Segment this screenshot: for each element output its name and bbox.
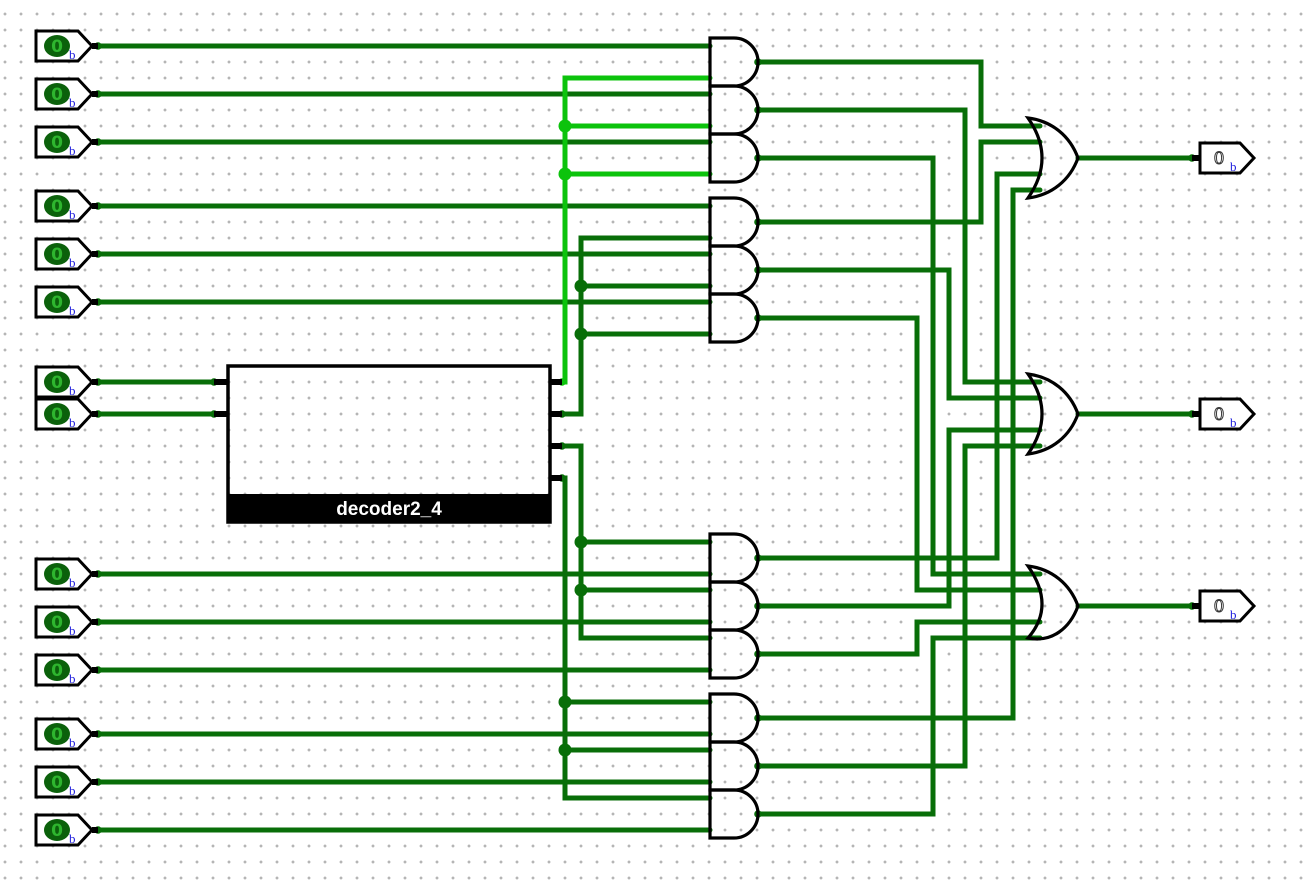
input-pin-8-radix: b (69, 415, 76, 430)
output-pin-2-body[interactable] (1198, 397, 1257, 431)
and-gate-12[interactable] (708, 788, 760, 840)
input-pin-5-bubble (44, 243, 70, 265)
input-pin-14-radix: b (69, 831, 76, 846)
input-pin-1[interactable]: 0 b (34, 29, 95, 63)
wires-or-to-output[interactable] (1075, 155, 1195, 609)
output-pin-2[interactable]: 0 b (1198, 397, 1257, 431)
input-pin-8-value: 0 (51, 405, 63, 425)
and-gates (708, 36, 760, 840)
and-gate-2[interactable] (708, 84, 760, 136)
decoder-label-bar (228, 494, 550, 522)
input-pin-1-value: 0 (51, 37, 63, 57)
input-pin-6-value: 0 (51, 293, 63, 313)
and-gate-9[interactable] (708, 628, 760, 680)
output-pin-2-radix: b (1230, 415, 1237, 430)
output-pin-3-body[interactable] (1198, 589, 1257, 623)
input-pin-7-radix: b (69, 383, 76, 398)
output-pin-3-radix: b (1230, 607, 1237, 622)
input-pin-8[interactable]: 0 b (34, 397, 95, 431)
and-gate-1[interactable] (708, 36, 760, 88)
input-pin-13[interactable]: 0 b (34, 765, 95, 799)
input-pin-6[interactable]: 0 b (34, 285, 95, 319)
input-pin-7[interactable]: 0 b (34, 365, 95, 399)
input-pin-6-radix: b (69, 303, 76, 318)
input-pin-3-radix: b (69, 143, 76, 158)
wire-net-decoder-y1[interactable] (559, 235, 713, 417)
input-pin-4-bubble (44, 195, 70, 217)
input-pin-1-bubble (44, 35, 70, 57)
input-pin-10-bubble (44, 611, 70, 633)
and-gate-11[interactable] (708, 740, 760, 792)
and-gate-8[interactable] (708, 580, 760, 632)
output-pin-1-radix: b (1230, 159, 1237, 174)
input-pin-1-radix: b (69, 47, 76, 62)
and-gate-5[interactable] (708, 244, 760, 296)
input-pin-14-value: 0 (51, 821, 63, 841)
output-pins: 0 b 0 b 0 b (1198, 141, 1257, 623)
input-pin-5[interactable]: 0 b (34, 237, 95, 271)
input-pin-12-value: 0 (51, 725, 63, 745)
input-pin-9-bubble (44, 563, 70, 585)
input-pin-7-value: 0 (51, 373, 63, 393)
input-pin-4[interactable]: 0 b (34, 189, 95, 223)
input-pin-7-bubble (44, 371, 70, 393)
output-pin-3-value: 0 (1214, 597, 1225, 617)
input-pin-5-value: 0 (51, 245, 63, 265)
input-pin-10[interactable]: 0 b (34, 605, 95, 639)
input-pin-4-radix: b (69, 207, 76, 222)
input-pin-12[interactable]: 0 b (34, 717, 95, 751)
component-stubs (92, 43, 1200, 833)
input-pin-12-radix: b (69, 735, 76, 750)
input-pin-12-bubble (44, 723, 70, 745)
input-pin-10-radix: b (69, 623, 76, 638)
and-gate-7[interactable] (708, 532, 760, 584)
and-gate-10[interactable] (708, 692, 760, 744)
output-pin-1[interactable]: 0 b (1198, 141, 1257, 175)
input-pin-3-value: 0 (51, 133, 63, 153)
input-pin-2-bubble (44, 83, 70, 105)
or-gate-3[interactable] (1024, 563, 1080, 641)
input-pin-10-value: 0 (51, 613, 63, 633)
input-pin-11-radix: b (69, 671, 76, 686)
input-pin-8-bubble (44, 403, 70, 425)
and-gate-4[interactable] (708, 196, 760, 248)
decoder-label: decoder2_4 (336, 499, 442, 520)
input-pin-13-bubble (44, 771, 70, 793)
decoder2-4-component[interactable]: decoder2_4 (226, 364, 552, 524)
and-gate-3[interactable] (708, 132, 760, 184)
or-gate-2[interactable] (1024, 371, 1080, 457)
output-pin-1-body[interactable] (1198, 141, 1257, 175)
input-pin-11-value: 0 (51, 661, 63, 681)
wire-endpoint-dots (94, 42, 1196, 834)
input-pin-3[interactable]: 0 b (34, 125, 95, 159)
input-pin-9[interactable]: 0 b (34, 557, 95, 591)
input-pin-9-radix: b (69, 575, 76, 590)
or-gates (1024, 115, 1080, 641)
input-pin-14-bubble (44, 819, 70, 841)
input-pin-9-value: 0 (51, 565, 63, 585)
input-pin-11[interactable]: 0 b (34, 653, 95, 687)
input-pin-6-bubble (44, 291, 70, 313)
input-pin-2-value: 0 (51, 85, 63, 105)
input-pin-2-radix: b (69, 95, 76, 110)
output-pin-1-value: 0 (1214, 149, 1225, 169)
input-pin-13-value: 0 (51, 773, 63, 793)
input-pin-3-bubble (44, 131, 70, 153)
output-pin-2-value: 0 (1214, 405, 1225, 425)
input-pin-13-radix: b (69, 783, 76, 798)
input-pin-2[interactable]: 0 b (34, 77, 95, 111)
and-gate-6[interactable] (708, 292, 760, 344)
input-pin-5-radix: b (69, 255, 76, 270)
input-pin-4-value: 0 (51, 197, 63, 217)
wires-and-to-or[interactable] (755, 59, 1043, 817)
wires-input-to-gates[interactable] (95, 43, 713, 833)
wire-junction-dots (558, 119, 588, 757)
input-pin-14[interactable]: 0 b (34, 813, 95, 847)
input-pin-11-bubble (44, 659, 70, 681)
input-pins: 0 b 0 b 0 b 0 b 0 b (34, 29, 95, 847)
output-pin-3[interactable]: 0 b (1198, 589, 1257, 623)
or-gate-1[interactable] (1024, 115, 1080, 201)
